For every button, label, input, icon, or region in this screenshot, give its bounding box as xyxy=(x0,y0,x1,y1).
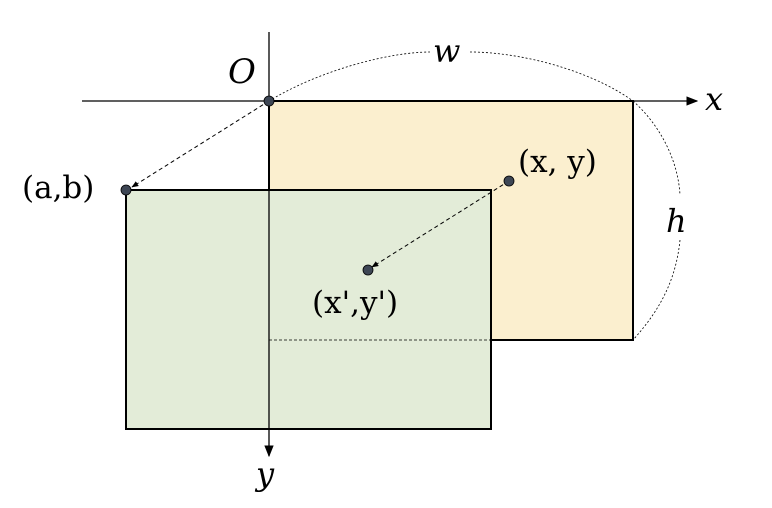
height-label: h xyxy=(666,202,687,240)
target-point-label: (x',y') xyxy=(312,285,398,321)
source-point xyxy=(503,175,515,187)
origin-label: O xyxy=(228,52,256,92)
target-point xyxy=(362,264,374,276)
translated-rectangle xyxy=(125,189,492,430)
source-point-label: (x, y) xyxy=(518,144,597,180)
offset-point xyxy=(120,184,132,196)
height-brace xyxy=(632,100,681,341)
origin-point xyxy=(263,95,275,107)
width-label: w xyxy=(433,32,460,70)
y-axis-label: y xyxy=(254,455,275,493)
x-axis-label: x xyxy=(705,80,723,118)
width-brace xyxy=(268,51,634,102)
point-mapping-arrow xyxy=(371,180,510,268)
offset-point-label: (a,b) xyxy=(22,170,94,206)
offset-arrow xyxy=(131,100,270,188)
